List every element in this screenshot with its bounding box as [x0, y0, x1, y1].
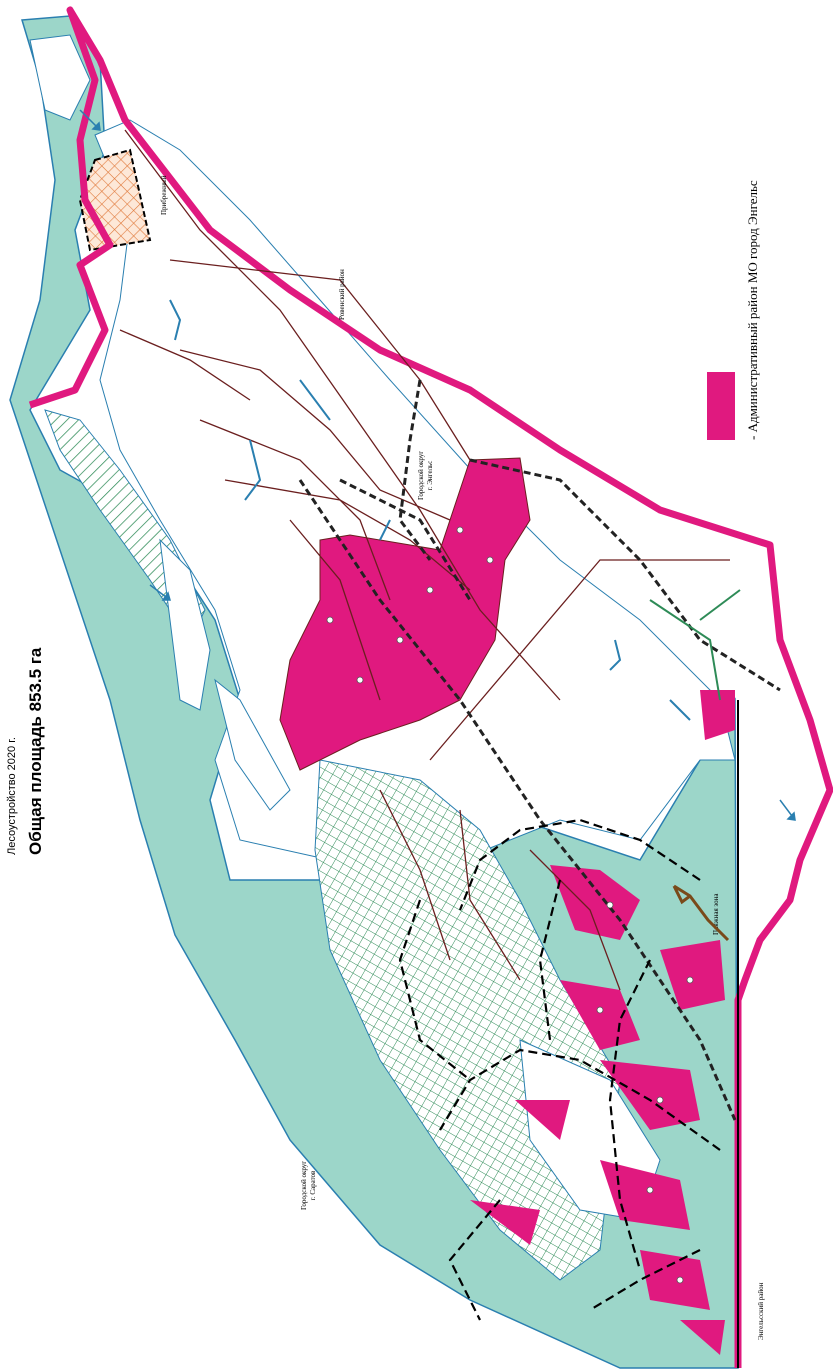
label-city-saratov-line2: г. Саратов [309, 1170, 317, 1201]
roads [119, 129, 730, 991]
pier-structure [672, 884, 730, 942]
label-engels-district: Энгельсский район [757, 1282, 765, 1340]
label-city-saratov: Городской округ г. Саратов [300, 1161, 318, 1210]
flow-arrows [79, 109, 796, 821]
label-city-engels-line2: г. Энгельс [426, 460, 434, 491]
admin-district-main [279, 457, 531, 771]
admin-district-patches [470, 690, 735, 1355]
label-city-engels: Городской округ г. Энгельс [417, 451, 435, 500]
green-ditch [649, 589, 741, 701]
label-city-saratov-line1: Городской округ [300, 1160, 308, 1210]
island-4 [29, 34, 91, 121]
land-area [94, 119, 736, 861]
legend-label: - Административный район МО город Энгель… [745, 180, 760, 440]
forest-compartments [398, 818, 721, 1321]
island-3 [214, 678, 291, 811]
label-pribrezhny: Прибрежный [160, 175, 168, 215]
legend-swatch [707, 372, 735, 440]
engels-boundary [28, 6, 833, 1368]
site-markers [326, 526, 694, 1284]
label-city-engels-line1: Городской округ [417, 450, 425, 500]
railways [298, 379, 781, 1121]
island-2 [159, 538, 211, 711]
total-area-title: Общая площадь 853.5 га [26, 647, 45, 855]
water-channels [169, 299, 691, 721]
survey-subtitle: Лесоустройство 2020 г. [6, 737, 18, 855]
label-rovenskiy: Ровенский район [338, 269, 346, 320]
